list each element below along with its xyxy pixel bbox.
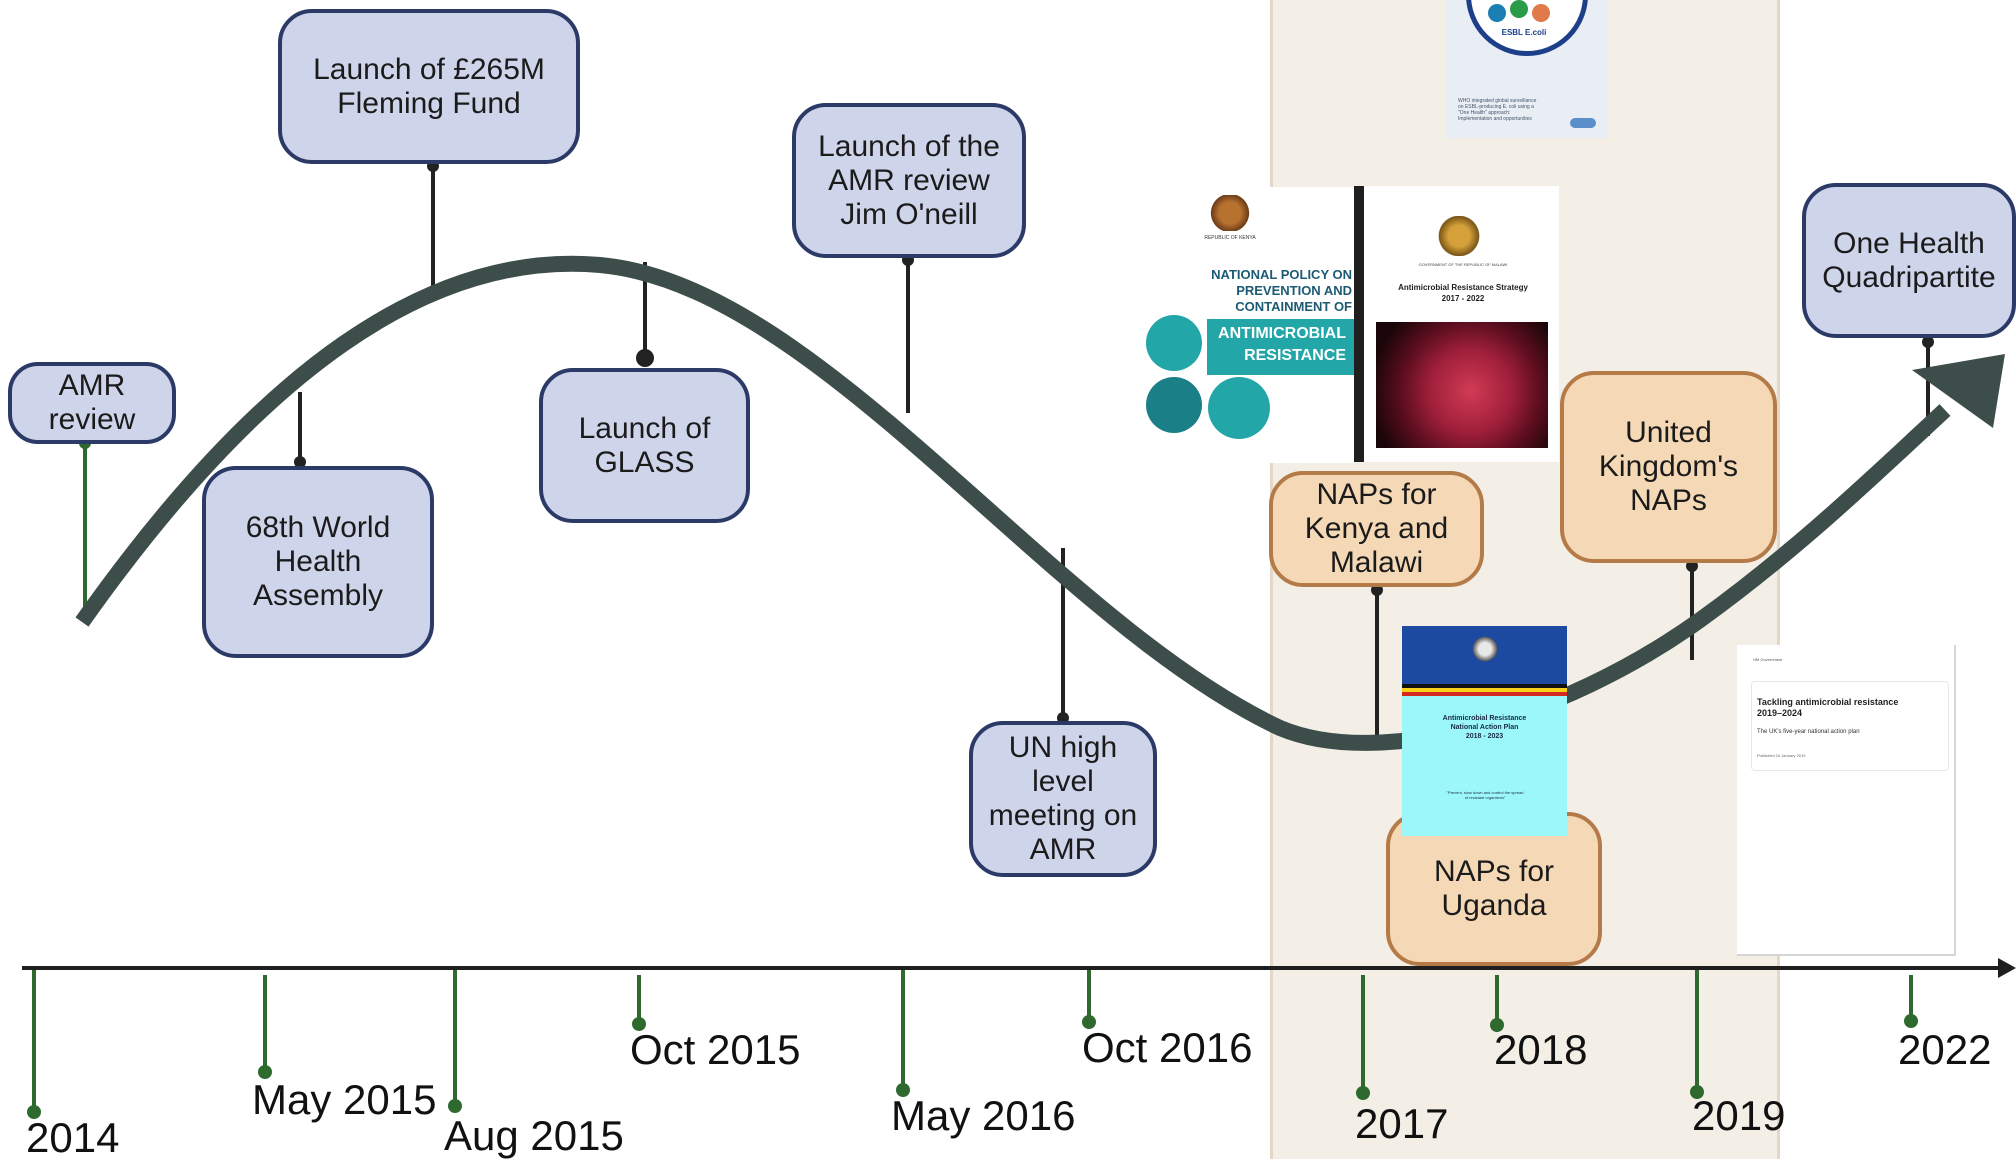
kenya-policy-title: NATIONAL POLICY ON PREVENTION AND CONTAI… (1211, 267, 1352, 314)
connector-dot (1922, 336, 1934, 348)
connector-dot (636, 349, 654, 367)
kenya-banner-text: ANTIMICROBIAL RESISTANCE (1218, 325, 1346, 364)
connector-dot (1686, 560, 1698, 572)
lab-icon (1146, 315, 1202, 371)
date-label: 2019 (1692, 1092, 1786, 1139)
bacteria-icon (1146, 377, 1202, 433)
kenya-header: REPUBLIC OF KENYA (1204, 235, 1256, 241)
date-label: 2018 (1494, 1026, 1588, 1073)
flag-stripe-red (1402, 692, 1567, 696)
date-label: Oct 2015 (630, 1026, 801, 1073)
event-naps-kenya-malawi: NAPs for Kenya and Malawi (1269, 471, 1484, 587)
event-label: Launch of GLASS (578, 411, 711, 479)
flag-stripe-green (1360, 186, 1364, 462)
event-quadripartite: One Health Quadripartite (1802, 183, 2016, 338)
one-health-icon (1488, 4, 1506, 22)
date-label: 2014 (26, 1114, 120, 1161)
event-naps-uganda: NAPs for Uganda (1386, 812, 1602, 966)
who-report-thumbnail: ESBL E.coli WHO integrated global survei… (1446, 0, 1608, 138)
malawi-header: GOVERNMENT OF THE REPUBLIC OF MALAWI (1418, 262, 1508, 267)
event-uk-naps: United Kingdom's NAPs (1560, 371, 1777, 563)
malawi-strategy-title: Antimicrobial Resistance Strategy 2017 -… (1398, 283, 1528, 303)
uk-plan-title: Tackling antimicrobial resistance 2019–2… (1757, 697, 1899, 718)
date-label: Aug 2015 (444, 1112, 624, 1159)
uk-title-card (1751, 681, 1949, 771)
event-label: 68th World Health Assembly (245, 511, 391, 612)
family-icon (1208, 377, 1270, 439)
uk-plan-subtitle: The UK's five-year national action plan (1757, 729, 1860, 735)
uk-plan-published: Published 24 January 2019 (1757, 753, 1806, 758)
kenya-policy-cover: REPUBLIC OF KENYA NATIONAL POLICY ON PRE… (1142, 187, 1354, 463)
uganda-plan-cover: Antimicrobial Resistance National Action… (1402, 626, 1567, 836)
date-label: 2017 (1355, 1100, 1449, 1147)
event-glass: Launch of GLASS (539, 368, 750, 523)
flag-stripe-black (1402, 684, 1567, 688)
event-un-meeting: UN high level meeting on AMR (969, 721, 1157, 877)
trend-curve (75, 255, 1951, 751)
flag-stripe-red (1354, 186, 1358, 462)
connector-dot (294, 456, 306, 468)
kenya-coat-of-arms-icon (1210, 195, 1250, 231)
event-amr-review: AMR review (8, 362, 176, 444)
uganda-plan-title: Antimicrobial Resistance National Action… (1442, 715, 1527, 740)
esbl-badge-text: ESBL E.coli (1501, 28, 1547, 37)
who-logo-icon (1570, 118, 1596, 128)
event-label: UN high level meeting on AMR (988, 731, 1138, 866)
uganda-plan-quote: "Prevent, slow down and control the spre… (1446, 790, 1524, 800)
uganda-coat-of-arms-icon (1472, 636, 1498, 662)
event-oneill-review: Launch of the AMR review Jim O'neill (792, 103, 1026, 258)
petri-dish-photo (1376, 322, 1548, 448)
event-label: Launch of the AMR review Jim O'neill (818, 129, 1000, 231)
one-health-icon (1510, 0, 1528, 18)
connector-dot (1371, 584, 1383, 596)
kenya-banner (1206, 319, 1354, 375)
malawi-coat-of-arms-icon (1436, 216, 1482, 256)
cover-divider (1204, 315, 1207, 435)
event-fleming-fund: Launch of £265M Fleming Fund (278, 9, 580, 164)
event-label: Launch of £265M Fleming Fund (313, 52, 545, 120)
event-label: NAPs for Uganda (1433, 855, 1555, 922)
date-label: May 2016 (891, 1092, 1076, 1139)
flag-stripe-yellow (1402, 688, 1567, 692)
event-label: AMR review (48, 369, 136, 436)
trend-arrowhead (1912, 354, 2005, 428)
event-world-health-assembly: 68th World Health Assembly (202, 466, 434, 658)
date-label: May 2015 (252, 1076, 437, 1123)
event-label: United Kingdom's NAPs (1598, 416, 1739, 517)
date-label: Oct 2016 (1082, 1024, 1253, 1071)
malawi-strategy-cover: GOVERNMENT OF THE REPUBLIC OF MALAWI Ant… (1354, 186, 1559, 462)
axis-arrowhead (1998, 958, 2016, 978)
who-report-caption: WHO integrated global surveillance on ES… (1458, 98, 1537, 122)
uk-header: HM Government (1753, 657, 1783, 662)
event-label: One Health Quadripartite (1822, 226, 1996, 294)
uk-plan-cover: HM Government Tackling antimicrobial res… (1737, 645, 1956, 956)
date-label: 2022 (1898, 1026, 1992, 1073)
event-label: NAPs for Kenya and Malawi (1304, 478, 1449, 579)
one-health-icon (1532, 4, 1550, 22)
